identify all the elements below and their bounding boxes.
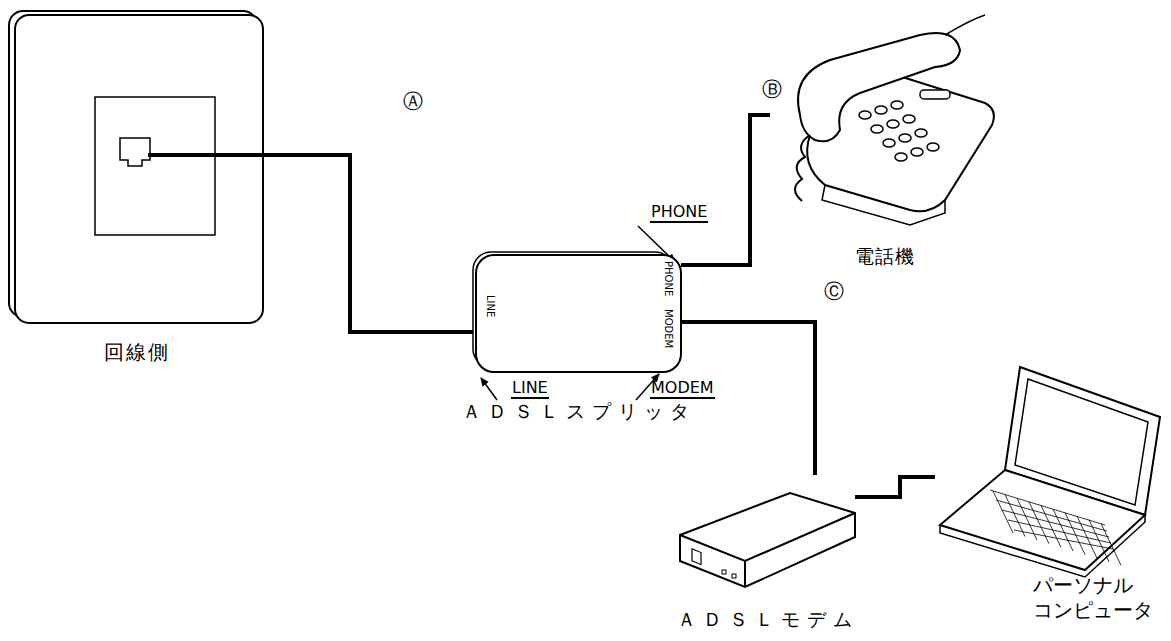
laptop-computer-drawing [935, 365, 1165, 570]
port-label: LINE [484, 295, 496, 317]
telephone-drawing [770, 15, 1000, 215]
cable [681, 115, 770, 265]
callout-number: Ⓐ [401, 90, 425, 112]
wall-outlet: 回線側 [8, 10, 265, 325]
device-name: 電話機 [855, 245, 915, 268]
adsl-modem-drawing [680, 475, 855, 600]
device-name: 回線側 [104, 340, 170, 364]
adsl-modem: ＡＤＳＬモデム [680, 475, 855, 600]
adsl-splitter-drawing [476, 255, 681, 372]
adsl-splitter: LINEPHONEMODEMＡＤＳＬスプリッタ [476, 255, 681, 372]
cable [855, 477, 935, 497]
device-name: ＡＤＳＬスプリッタ [462, 400, 696, 423]
port-label: MODEM [662, 309, 674, 348]
leader-line [481, 378, 497, 400]
device-name: パーソナル コンピュータ [1033, 573, 1161, 623]
callout-label: PHONE [650, 203, 708, 223]
port-label: PHONE [662, 261, 674, 296]
wall-outlet-drawing [8, 10, 265, 325]
device-name: ＡＤＳＬモデム [677, 608, 859, 631]
callout-label: LINE [511, 379, 549, 399]
callout-label: MODEM [650, 379, 715, 399]
telephone: 電話機 [770, 15, 1000, 215]
callout-number: Ⓑ [760, 78, 784, 100]
cable [265, 155, 476, 332]
laptop-computer: パーソナル コンピュータ [935, 365, 1165, 570]
callout-number: Ⓒ [822, 280, 846, 302]
